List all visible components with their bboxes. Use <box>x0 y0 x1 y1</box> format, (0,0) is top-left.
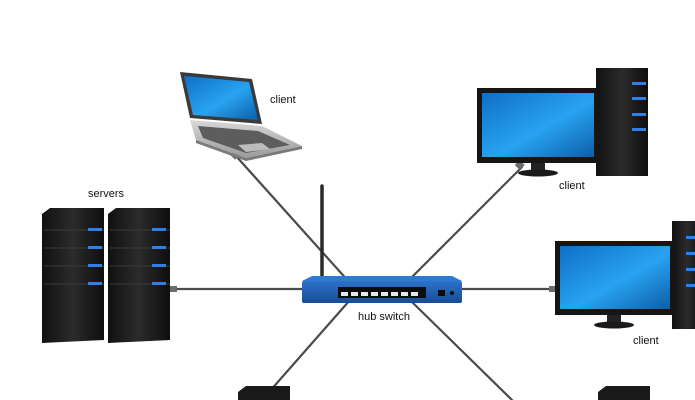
cable-bottom-left <box>260 298 352 400</box>
cable-laptop <box>234 154 352 285</box>
cable-bottom-right <box>410 300 514 400</box>
cables <box>170 154 558 400</box>
laptop-icon <box>180 72 302 161</box>
hub-switch-label: hub switch <box>358 311 410 323</box>
client-laptop-label: client <box>270 94 296 106</box>
cable-desktop-top <box>408 165 524 281</box>
partial-device-bottom-left <box>238 386 290 400</box>
server-rack-icon <box>42 208 170 343</box>
network-switch-icon <box>302 184 462 303</box>
client-desktop-top-label: client <box>559 180 585 192</box>
desktop-computer-icon <box>477 68 648 177</box>
desktop-computer-icon <box>555 221 695 329</box>
partial-device-bottom-right <box>598 386 650 400</box>
servers-label: servers <box>88 188 125 200</box>
client-desktop-right-label: client <box>633 335 659 347</box>
